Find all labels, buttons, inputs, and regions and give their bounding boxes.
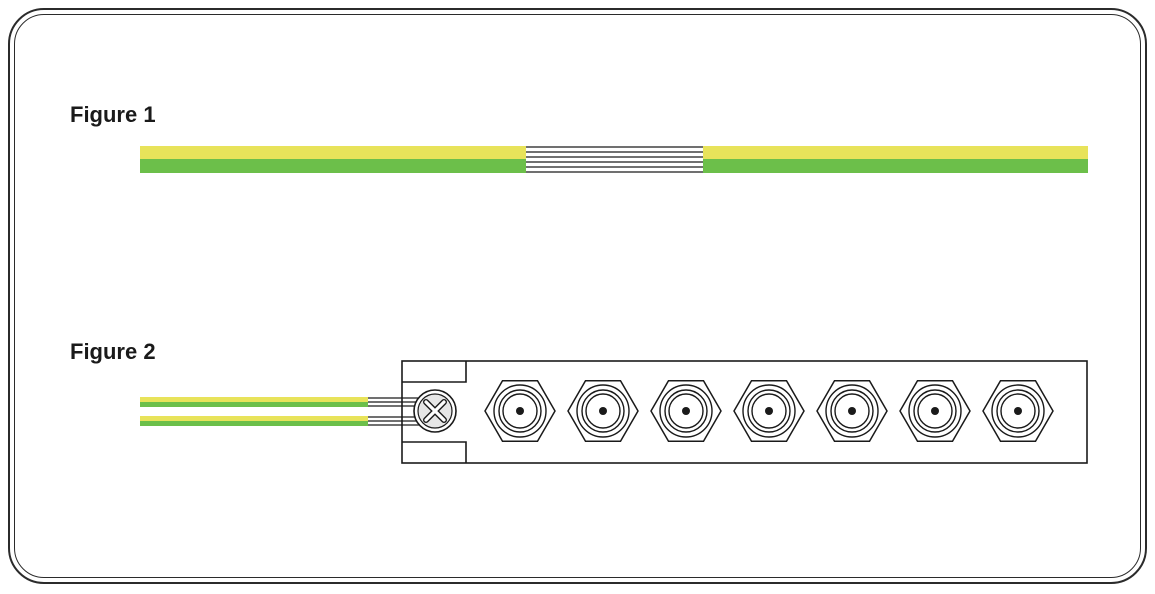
figure-2-wires bbox=[140, 397, 420, 426]
hex-terminal-icon bbox=[484, 379, 556, 443]
figure-1-wire bbox=[140, 146, 1088, 173]
hex-terminal-row bbox=[484, 379, 1054, 443]
wire-left-green bbox=[140, 159, 526, 173]
outer-frame bbox=[8, 8, 1147, 584]
inner-frame bbox=[14, 14, 1141, 578]
figure-2-label: Figure 2 bbox=[70, 339, 156, 364]
figure-1-label: Figure 1 bbox=[70, 102, 156, 127]
wire-left-yellow bbox=[140, 146, 526, 159]
terminal-bar-end-cap bbox=[402, 361, 467, 463]
hex-terminal-icon bbox=[899, 379, 971, 443]
upper-wire-yellow bbox=[140, 397, 368, 402]
hex-terminal-icon bbox=[567, 379, 639, 443]
lower-wire-green bbox=[140, 421, 368, 426]
hex-terminal-icon bbox=[650, 379, 722, 443]
wire-right-green bbox=[703, 159, 1088, 173]
hex-terminal-icon bbox=[816, 379, 888, 443]
cross-screw-icon bbox=[413, 389, 457, 433]
lower-wire-yellow bbox=[140, 416, 368, 421]
upper-wire-green bbox=[140, 402, 368, 407]
hex-terminal-icon bbox=[733, 379, 805, 443]
exposed-conductor-strands bbox=[526, 146, 703, 173]
wire-right-yellow bbox=[703, 146, 1088, 159]
terminal-bar bbox=[401, 360, 1088, 464]
hex-terminal-icon bbox=[982, 379, 1054, 443]
